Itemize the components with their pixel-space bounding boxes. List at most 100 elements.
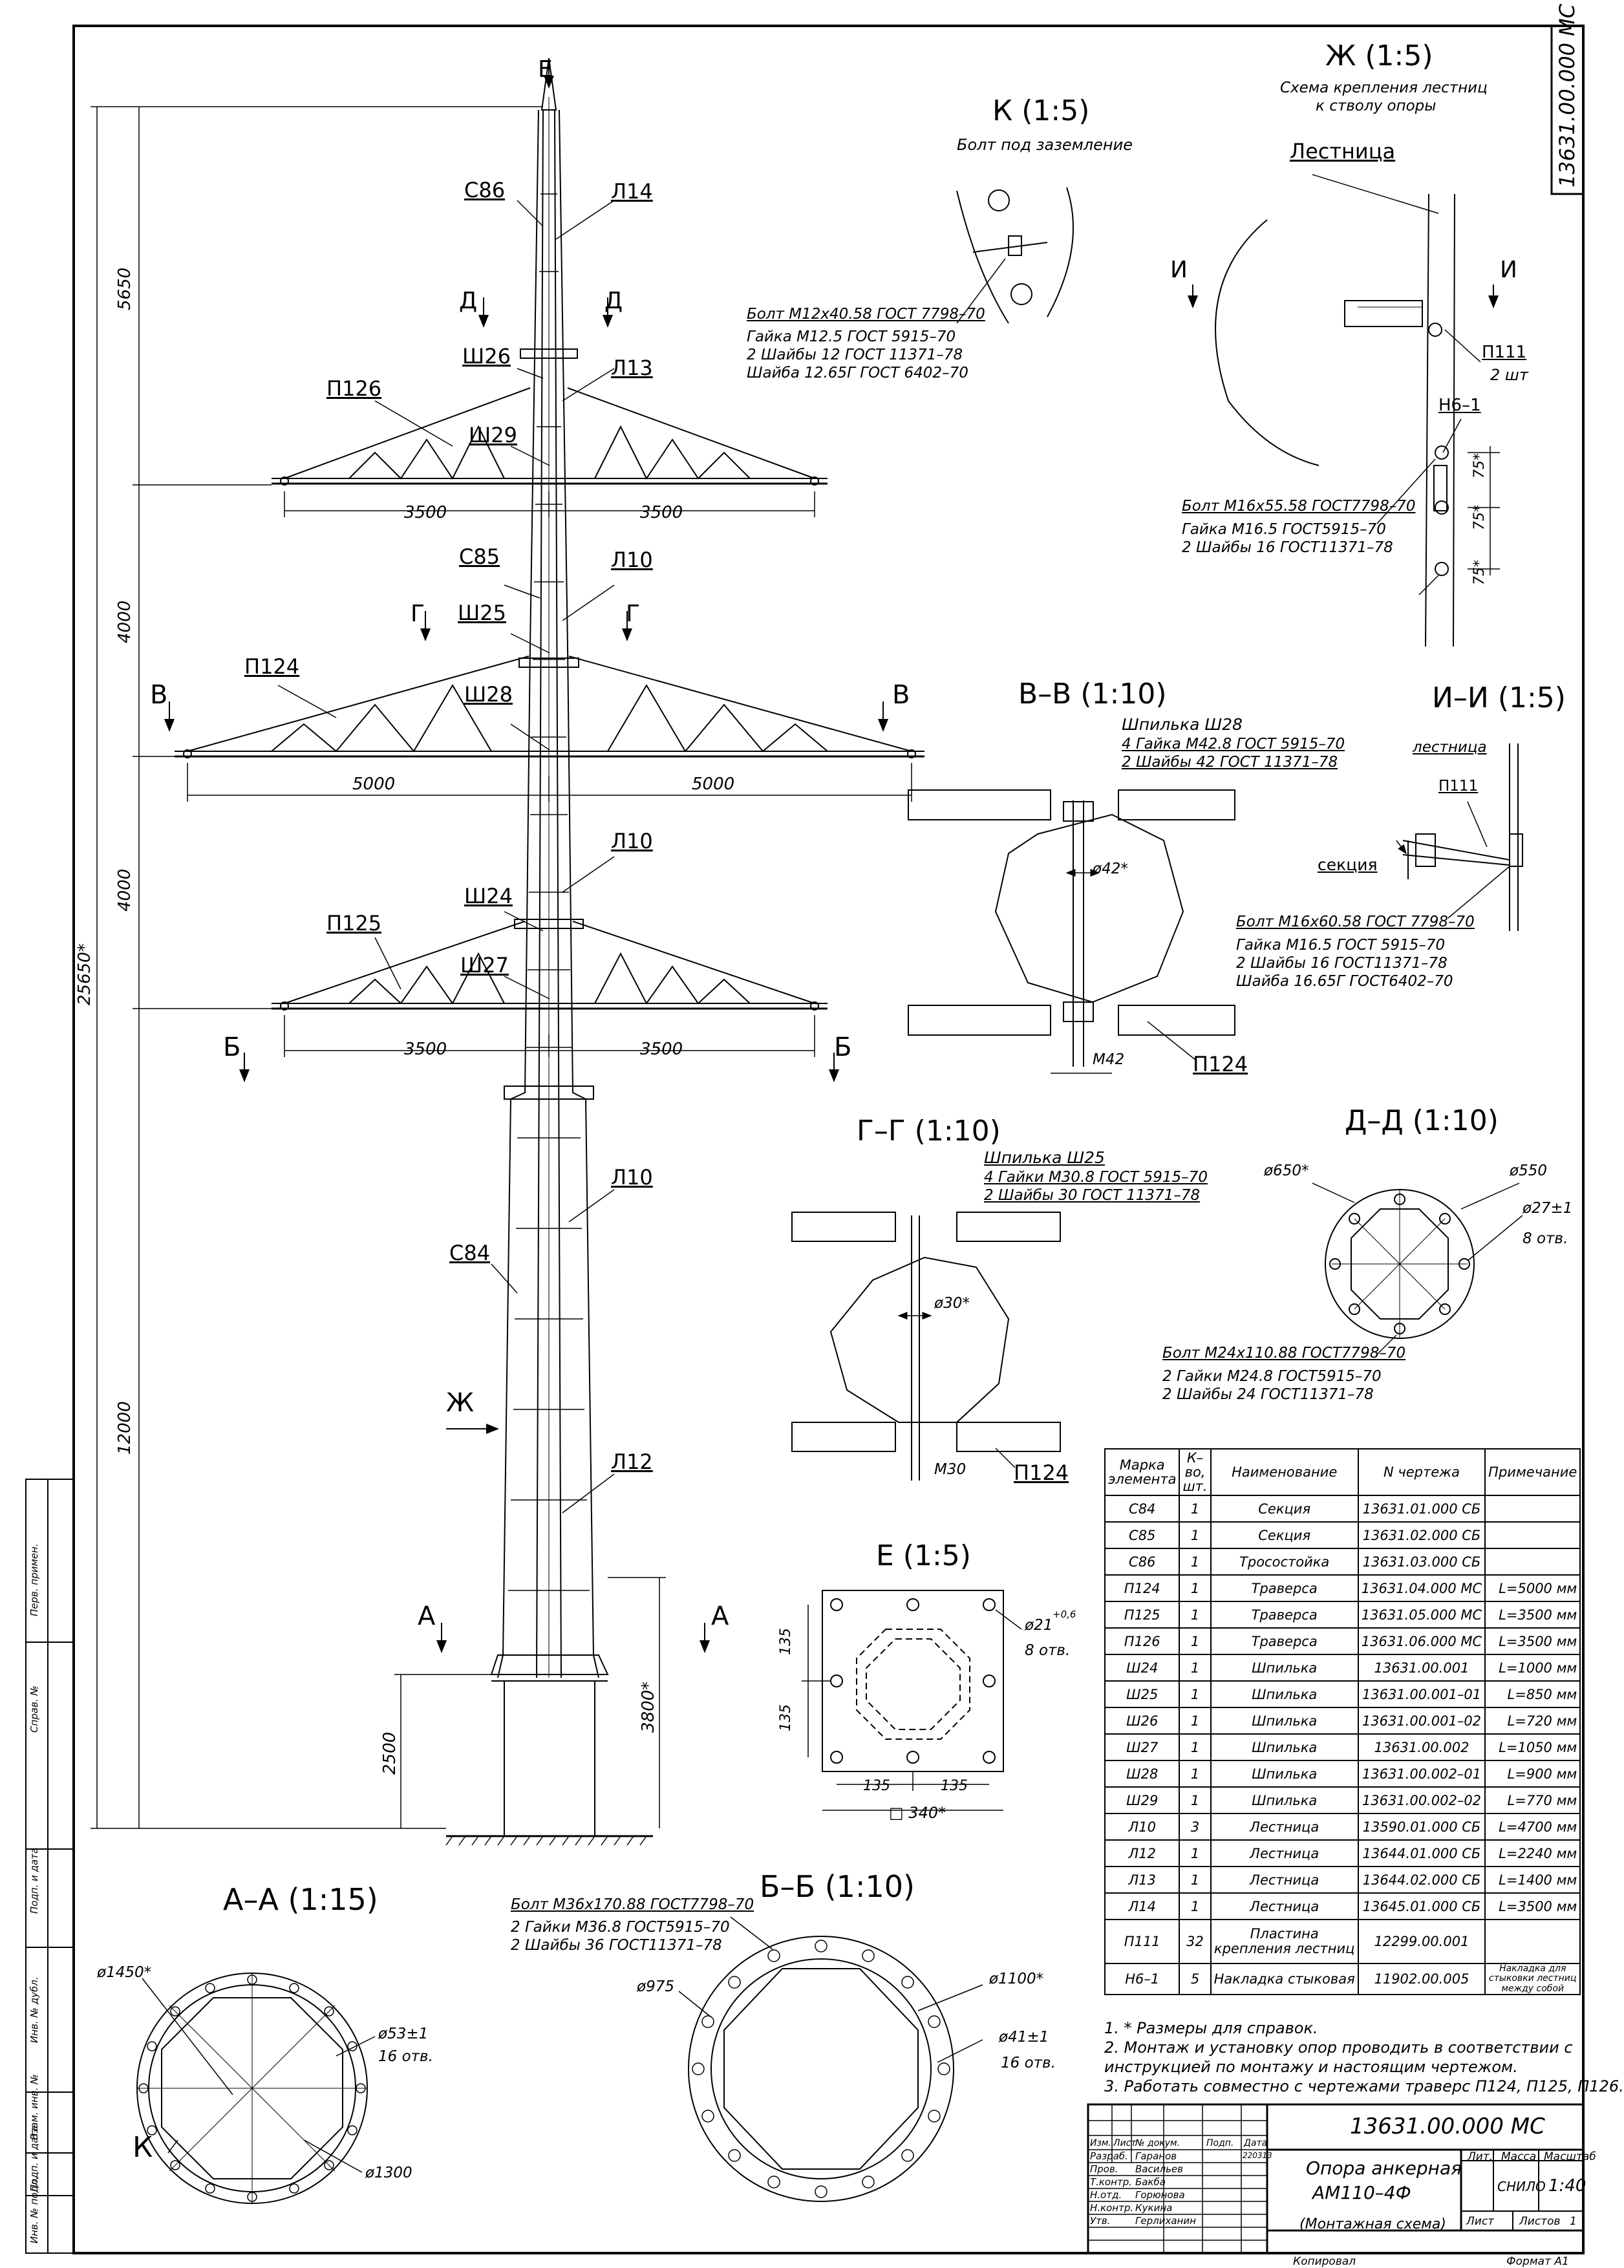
spec-cell-qty: 1 — [1179, 1601, 1212, 1629]
view-e-h135-left: 135 — [863, 1778, 890, 1794]
view-bb-note-3: 2 Шайбы 36 ГОСТ11371–78 — [511, 1937, 722, 1954]
spec-header-row: Марка элемента К–во, шт. Наименование N … — [1104, 1448, 1581, 1496]
spec-cell-name: Траверса — [1210, 1601, 1359, 1629]
spec-cell-mark: Л14 — [1104, 1892, 1181, 1920]
spec-cell-drawing: 13631.06.000 МС — [1357, 1627, 1486, 1655]
view-vv-stud: Шпилька Ш28 — [1122, 715, 1243, 734]
note-2: 2. Монтаж и установку опор проводить в с… — [1104, 2038, 1573, 2057]
stamp-hdr-doc: № докум. — [1135, 2138, 1181, 2148]
spec-cell-name: Накладка стыковая — [1210, 1962, 1359, 1996]
spec-cell-mark: Н6–1 — [1104, 1962, 1181, 1996]
view-e-tol: +0,6 — [1052, 1609, 1076, 1620]
spec-cell-name: Шпилька — [1210, 1654, 1359, 1682]
view-zh-dim-75c: 75* — [1471, 560, 1488, 585]
view-gg-m30: М30 — [934, 1461, 967, 1478]
view-aa-drawing — [136, 1973, 376, 2204]
title-block-code: 13631.00.000 МС — [1350, 2113, 1545, 2139]
view-e-h135-right: 135 — [941, 1778, 968, 1794]
view-zh-note-3: 2 Шайбы 16 ГОСТ11371–78 — [1182, 539, 1393, 556]
view-gg-note-2: 2 Шайбы 30 ГОСТ 11371–78 — [984, 1187, 1201, 1204]
spec-header-drawing: N чертежа — [1357, 1448, 1486, 1496]
view-zh-mark-i-left: И — [1170, 257, 1188, 283]
view-ii-section: секция — [1318, 855, 1378, 874]
view-zh-ladder: Лестница — [1290, 139, 1396, 164]
stamp-hdr-date: Дата — [1244, 2138, 1268, 2148]
section-mark-b-left: Б — [223, 1032, 241, 1062]
spec-cell-qty: 5 — [1179, 1962, 1212, 1996]
view-k-note-2: Гайка М12.5 ГОСТ 5915–70 — [747, 328, 956, 345]
spec-cell-note: L=1400 мм — [1484, 1866, 1581, 1894]
label-sh29: Ш29 — [469, 423, 517, 447]
title-block-scale: Масштаб — [1544, 2150, 1596, 2163]
spec-cell-qty: 1 — [1179, 1866, 1212, 1894]
label-sh24: Ш24 — [464, 884, 513, 908]
spec-cell-drawing: 11902.00.005 — [1357, 1962, 1486, 1996]
spec-cell-qty: 1 — [1179, 1839, 1212, 1867]
title-block-lit: Лит. — [1468, 2150, 1493, 2163]
spec-cell-name: Шпилька — [1210, 1680, 1359, 1708]
label-p125: П125 — [326, 911, 382, 936]
spec-cell-name: Тросостойка — [1210, 1548, 1359, 1576]
section-mark-a-right: А — [711, 1601, 729, 1631]
title-block-name-1: Опора анкерная — [1306, 2157, 1462, 2179]
spec-header-mark: Марка элемента — [1104, 1448, 1181, 1496]
view-dd-drawing — [1312, 1182, 1523, 1355]
spec-cell-note: L=1050 мм — [1484, 1733, 1581, 1761]
section-mark-a-left: А — [418, 1601, 436, 1631]
title-block-sheets-val: 1 — [1570, 2215, 1577, 2228]
stamp-role-cell: Гаранов — [1135, 2150, 1177, 2162]
title-block-mass-val: СНИЛО — [1497, 2179, 1546, 2194]
spec-cell-mark: Ш28 — [1104, 1760, 1181, 1788]
stamp-role-cell: Васильев — [1135, 2163, 1183, 2175]
view-dd-d27: ø27±1 — [1522, 1200, 1573, 1217]
label-p126: П126 — [326, 376, 382, 401]
dim-25650: 25650* — [75, 943, 94, 1005]
label-sh26: Ш26 — [462, 344, 511, 369]
stamp-hdr-izm: Изм. — [1090, 2138, 1111, 2148]
spec-cell-note: L=3500 мм — [1484, 1892, 1581, 1920]
spec-cell-mark: Ш26 — [1104, 1707, 1181, 1735]
side-stamp-label: Справ. № — [28, 1685, 40, 1733]
spec-cell-name: Пластина крепления лестниц — [1210, 1919, 1359, 1964]
view-aa-d53: ø53±1 — [378, 2026, 429, 2042]
label-l13: Л13 — [611, 356, 653, 380]
tower-elevation — [91, 58, 924, 1846]
stamp-role-cell: Пров. — [1090, 2163, 1118, 2175]
view-zh-dim-75b: 75* — [1471, 505, 1488, 530]
view-gg-dia: ø30* — [934, 1295, 970, 1312]
spec-cell-note — [1484, 1521, 1581, 1549]
view-k-note-3: 2 Шайбы 12 ГОСТ 11371–78 — [747, 347, 963, 363]
spec-cell-drawing: 13631.03.000 СБ — [1357, 1548, 1486, 1576]
spec-cell-mark: П111 — [1104, 1919, 1181, 1964]
view-bb-d975: ø975 — [637, 1978, 674, 1995]
view-zh-p111: П111 — [1482, 343, 1527, 362]
dim-2500: 2500 — [380, 1731, 400, 1775]
view-gg-drawing — [791, 1212, 1061, 1481]
dim-4000-upper: 4000 — [115, 600, 134, 643]
spec-cell-note: L=720 мм — [1484, 1707, 1581, 1735]
view-dd-d550: ø550 — [1510, 1162, 1547, 1179]
note-2b: инструкцией по монтажу и настоящим черте… — [1104, 2058, 1518, 2076]
side-stamp-label: Инв. № подл. — [28, 2176, 40, 2243]
section-mark-v-left: В — [150, 680, 168, 710]
view-zh-subtitle-1: Схема крепления лестниц — [1280, 80, 1488, 96]
spec-cell-name: Шпилька — [1210, 1786, 1359, 1814]
note-1: 1. * Размеры для справок. — [1104, 2019, 1318, 2037]
spec-cell-drawing: 13644.02.000 СБ — [1357, 1866, 1486, 1894]
view-zh-drawing — [1188, 174, 1500, 647]
stamp-role-cell: Н.контр. — [1090, 2202, 1134, 2214]
view-e-holes: 8 отв. — [1025, 1642, 1071, 1659]
view-ii-note-4: Шайба 16.65Г ГОСТ6402–70 — [1236, 973, 1453, 990]
stamp-role-cell: Утв. — [1090, 2215, 1111, 2227]
view-vv-drawing — [908, 789, 1235, 1074]
title-block-sheets: Листов — [1519, 2215, 1561, 2228]
spec-cell-mark: П126 — [1104, 1627, 1181, 1655]
section-mark-b-right: Б — [834, 1032, 852, 1062]
view-ii-p111: П111 — [1438, 778, 1479, 795]
view-zh-mark-i-right: И — [1500, 257, 1517, 283]
label-s85: С85 — [459, 544, 500, 569]
spec-cell-note: Накладка для стыковки лестниц между собо… — [1484, 1962, 1581, 1996]
